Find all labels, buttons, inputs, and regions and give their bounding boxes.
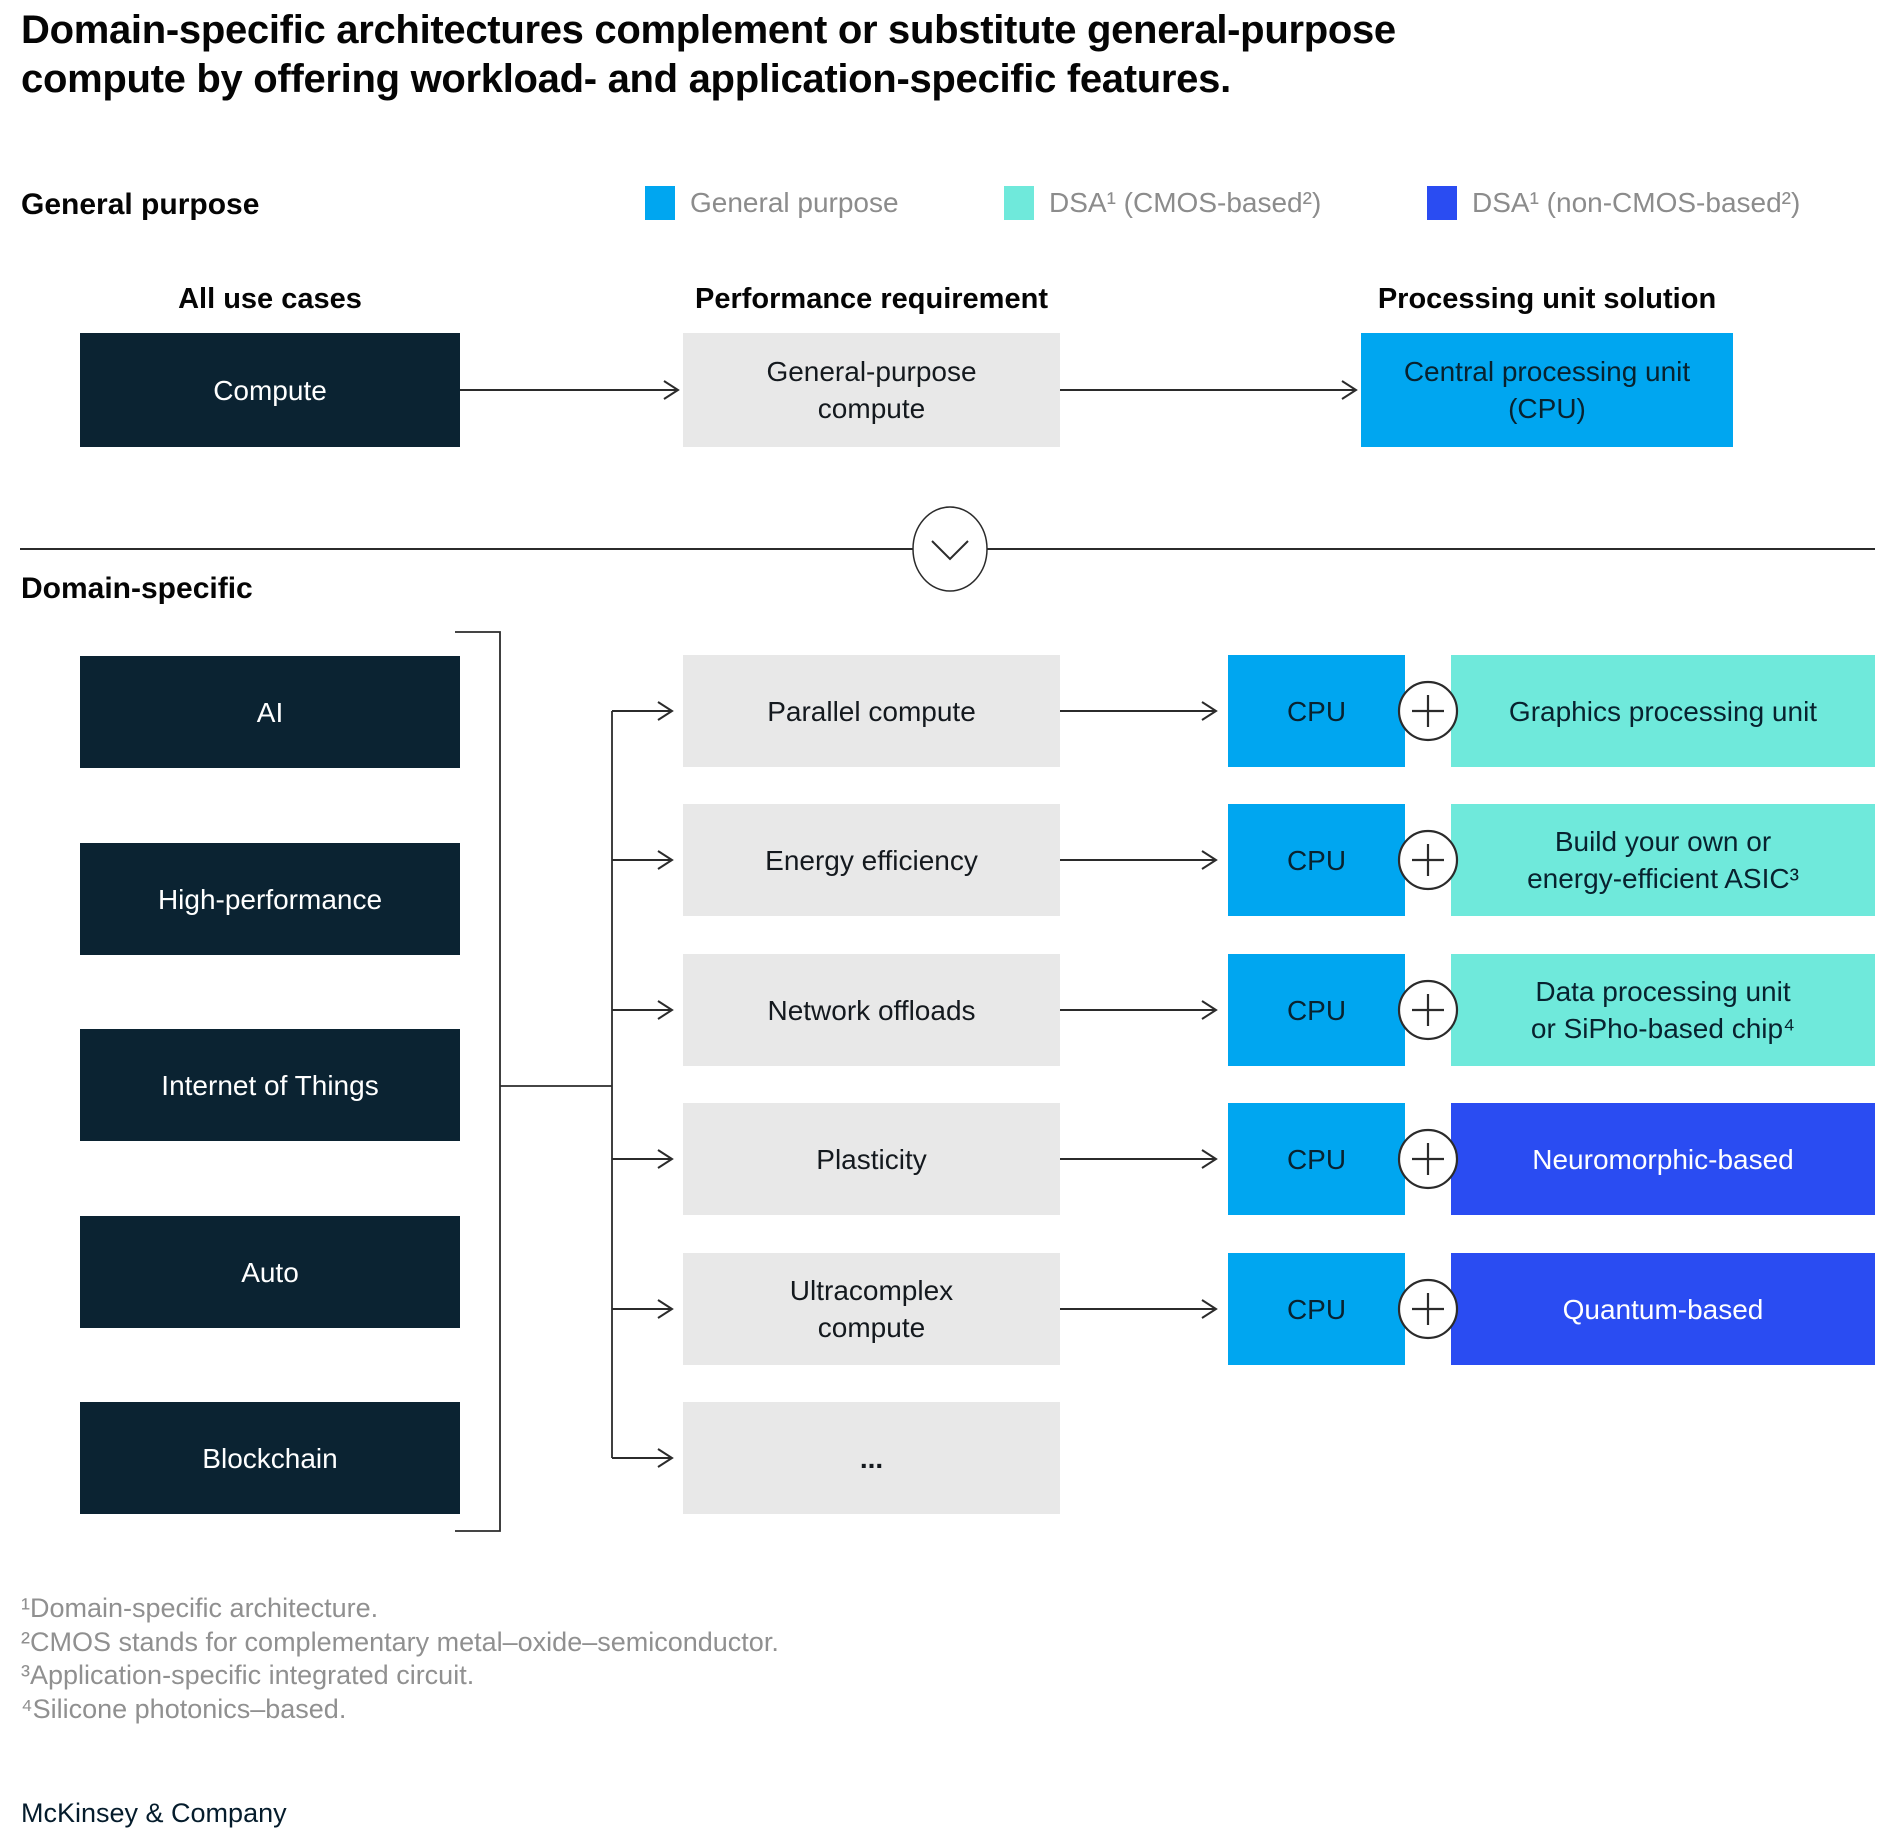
- section-heading-domain-specific: Domain-specific: [21, 572, 253, 605]
- cpu-box: CPU: [1228, 1253, 1405, 1365]
- use-case-box-blockchain: Blockchain: [80, 1402, 460, 1514]
- cpu-box: CPU: [1228, 655, 1405, 767]
- legend-label: DSA¹ (non-CMOS-based²): [1472, 187, 1801, 218]
- arrow-to-requirement: [612, 701, 674, 1468]
- use-case-box-high-performance: High-performance: [80, 843, 460, 955]
- cpu-box: CPU: [1228, 804, 1405, 916]
- section-heading-general-purpose: General purpose: [21, 188, 260, 221]
- requirement-box-plasticity: Plasticity: [683, 1103, 1060, 1215]
- footnote: ²CMOS stands for complementary metal–oxi…: [21, 1626, 779, 1657]
- use-case-bracket: [455, 631, 613, 1532]
- arrow-requirement-to-cpu: [1060, 380, 1358, 400]
- legend-swatch-general-purpose: [645, 186, 675, 220]
- requirement-box-general-purpose-compute: General-purpose compute: [683, 333, 1060, 447]
- column-header-all-use-cases: All use cases: [178, 283, 362, 315]
- dsa-box-energy-efficient-asic: Build your own or energy-efficient ASIC³: [1451, 804, 1875, 916]
- column-header-processing-unit-solution: Processing unit solution: [1377, 283, 1717, 315]
- use-case-box-auto: Auto: [80, 1216, 460, 1328]
- cpu-box: CPU: [1228, 954, 1405, 1066]
- requirement-box-ultracomplex-compute: Ultracomplex compute: [683, 1253, 1060, 1365]
- legend-swatch-dsa-non-cmos: [1427, 186, 1457, 220]
- use-case-box-ai: AI: [80, 656, 460, 768]
- legend-item-dsa-cmos: DSA¹ (CMOS-based²): [1004, 185, 1321, 221]
- use-case-box-internet-of-things: Internet of Things: [80, 1029, 460, 1141]
- arrow-compute-to-requirement: [460, 380, 680, 400]
- legend-item-general-purpose: General purpose: [645, 185, 899, 221]
- footnote: ⁴Silicone photonics–based.: [21, 1693, 347, 1724]
- requirement-box-energy-efficiency: Energy efficiency: [683, 804, 1060, 916]
- plus-icon: [1397, 680, 1459, 1340]
- dsa-box-neuromorphic-based: Neuromorphic-based: [1451, 1103, 1875, 1215]
- dsa-box-quantum-based: Quantum-based: [1451, 1253, 1875, 1365]
- footnotes: ¹Domain-specific architecture. ²CMOS sta…: [21, 1592, 779, 1726]
- requirement-box-network-offloads: Network offloads: [683, 954, 1060, 1066]
- footnote: ¹Domain-specific architecture.: [21, 1593, 379, 1623]
- requirement-box-parallel-compute: Parallel compute: [683, 655, 1060, 767]
- chevron-down-icon: [912, 506, 988, 592]
- dsa-box-data-processing-unit: Data processing unit or SiPho-based chip…: [1451, 954, 1875, 1066]
- requirement-box-other: ...: [683, 1402, 1060, 1514]
- legend-swatch-dsa-cmos: [1004, 186, 1034, 220]
- legend-item-dsa-non-cmos: DSA¹ (non-CMOS-based²): [1427, 185, 1800, 221]
- source-attribution: McKinsey & Company: [21, 1798, 287, 1828]
- legend-label: DSA¹ (CMOS-based²): [1049, 187, 1322, 218]
- footnote: ³Application-specific integrated circuit…: [21, 1660, 475, 1690]
- dsa-box-graphics-processing-unit: Graphics processing unit: [1451, 655, 1875, 767]
- page-title: Domain-specific architectures complement…: [21, 8, 1396, 101]
- solution-box-cpu: Central processing unit (CPU): [1361, 333, 1733, 447]
- column-header-performance-requirement: Performance requirement: [695, 283, 1048, 315]
- cpu-box: CPU: [1228, 1103, 1405, 1215]
- use-case-box-compute: Compute: [80, 333, 460, 447]
- legend-label: General purpose: [690, 187, 899, 218]
- arrow-requirement-to-cpu-row: [1060, 701, 1218, 1319]
